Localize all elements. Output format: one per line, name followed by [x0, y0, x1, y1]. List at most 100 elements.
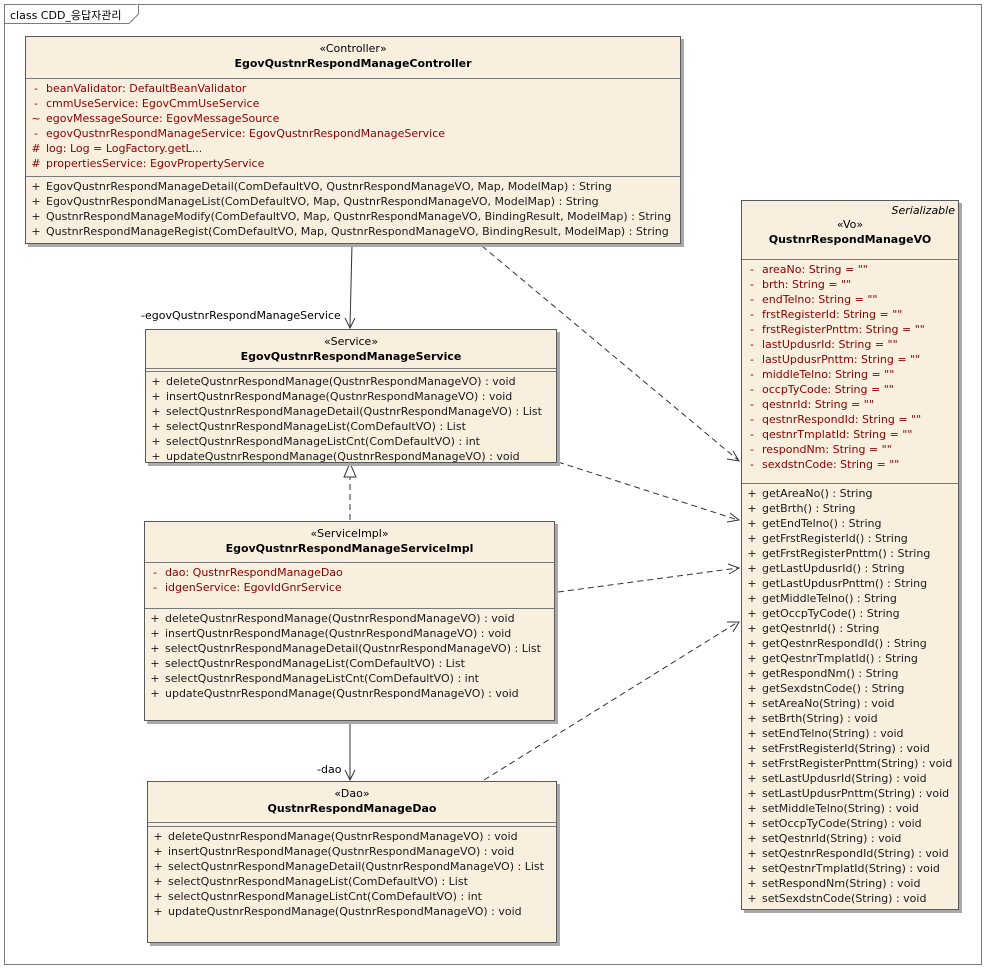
operation-text: setMiddleTelno(String) : void: [762, 802, 919, 815]
visibility-marker: +: [151, 405, 161, 418]
attribute-text: dao: QustnrRespondManageDao: [165, 566, 343, 579]
operation-row: + setBrth(String) : void: [742, 711, 958, 726]
operation-row: +getQestnrRespondId() : String: [742, 636, 958, 651]
operation-text: getEndTelno() : String: [762, 517, 882, 530]
association-controller-service: [344, 243, 356, 330]
operation-text: EgovQustnrRespondManageList(ComDefaultVO…: [46, 195, 599, 208]
attribute-row: -sexdstnCode: String = "": [742, 457, 958, 472]
visibility-marker: +: [151, 420, 161, 433]
operation-row: +getLastUpdusrId() : String: [742, 561, 958, 576]
class-service[interactable]: «Service» EgovQustnrRespondManageService…: [145, 329, 557, 463]
operation-text: getQestnrTmplatId() : String: [762, 652, 918, 665]
visibility-marker: +: [31, 195, 41, 208]
operation-text: setFrstRegisterPnttm(String) : void: [762, 757, 953, 770]
operation-text: getRespondNm() : String: [762, 667, 899, 680]
class-name: EgovQustnrRespondManageServiceImpl: [225, 542, 474, 555]
realization-serviceimpl-service: [343, 461, 357, 520]
attribute-row: #propertiesService: EgovPropertyService: [26, 156, 680, 171]
visibility-marker: +: [747, 517, 757, 530]
operation-row: +QustnrRespondManageRegist(ComDefaultVO,…: [26, 224, 680, 239]
attribute-row: -qestnrTmplatId: String = "": [742, 427, 958, 442]
visibility-marker: -: [750, 383, 754, 396]
role-label-dao: -dao: [317, 763, 342, 776]
operation-text: selectQustnrRespondManageDetail(QustnrRe…: [165, 642, 541, 655]
operation-text: setQestnrId(String) : void: [762, 832, 902, 845]
operation-row: +deleteQustnrRespondManage(QustnrRespond…: [146, 374, 556, 389]
operation-text: insertQustnrRespondManage(QustnrRespondM…: [166, 390, 513, 403]
visibility-marker: +: [153, 875, 163, 888]
operation-row: +selectQustnrRespondManageList(ComDefaul…: [148, 874, 556, 889]
class-name: EgovQustnrRespondManageService: [240, 350, 462, 363]
visibility-marker: -: [750, 278, 754, 291]
visibility-marker: +: [747, 622, 757, 635]
stereotype: «Service»: [323, 335, 379, 348]
operation-text: updateQustnrRespondManage(QustnrRespondM…: [168, 905, 522, 918]
visibility-marker: +: [747, 727, 757, 740]
class-controller[interactable]: «Controller» EgovQustnrRespondManageCont…: [25, 36, 681, 244]
visibility-marker: +: [747, 757, 757, 770]
visibility-marker: +: [747, 652, 757, 665]
operation-row: +setFrstRegisterId(String) : void: [742, 741, 958, 756]
class-vo[interactable]: Serializable «Vo» QustnrRespondManageVO …: [741, 200, 959, 910]
visibility-marker: +: [747, 592, 757, 605]
class-serviceimpl[interactable]: «ServiceImpl» EgovQustnrRespondManageSer…: [144, 521, 555, 721]
operation-row: +QustnrRespondManageModify(ComDefaultVO,…: [26, 209, 680, 224]
attribute-text: lastUpdusrPnttm: String = "": [762, 353, 921, 366]
operation-row: + selectQustnrRespondManageListCnt(ComDef…: [146, 434, 556, 449]
operation-text: setAreaNo(String) : void: [762, 697, 895, 710]
visibility-marker: +: [747, 712, 757, 725]
dependency-serviceimpl-vo: [557, 563, 741, 593]
operation-text: QustnrRespondManageModify(ComDefaultVO, …: [46, 210, 672, 223]
operation-text: getLastUpdusrPnttm() : String: [762, 577, 928, 590]
visibility-marker: -: [34, 97, 38, 110]
operations-compartment: +deleteQustnrRespondManage(QustnrRespond…: [148, 827, 556, 922]
stereotype: «Controller»: [319, 42, 387, 55]
attribute-text: cmmUseService: EgovCmmUseService: [46, 97, 260, 110]
operation-text: setLastUpdusrPnttm(String) : void: [762, 787, 950, 800]
operation-row: +updateQustnrRespondManage(QustnrRespond…: [145, 686, 554, 701]
attribute-text: log: Log = LogFactory.getL...: [46, 142, 203, 155]
attribute-text: middleTelno: String = "": [762, 368, 895, 381]
operation-text: setEndTelno(String) : void: [762, 727, 904, 740]
visibility-marker: +: [747, 487, 757, 500]
operation-text: selectQustnrRespondManageDetail(QustnrRe…: [166, 405, 542, 418]
visibility-marker: +: [151, 435, 161, 448]
visibility-marker: +: [747, 502, 757, 515]
dependency-service-vo: [557, 461, 741, 523]
visibility-marker: +: [153, 905, 163, 918]
operation-row: + getLastUpdusrPnttm() : String: [742, 576, 958, 591]
operation-text: deleteQustnrRespondManage(QustnrRespondM…: [166, 375, 516, 388]
operation-row: +setOccpTyCode(String) : void: [742, 816, 958, 831]
operation-text: selectQustnrRespondManageListCnt(ComDefa…: [165, 672, 479, 685]
operation-text: selectQustnrRespondManageListCnt(ComDefa…: [166, 435, 480, 448]
attributes-compartment: [146, 369, 556, 372]
dependency-controller-vo: [481, 245, 740, 462]
operation-text: setSexdstnCode(String) : void: [762, 892, 927, 905]
attribute-row: -endTelno: String = "": [742, 292, 958, 307]
operation-text: EgovQustnrRespondManageDetail(ComDefault…: [46, 180, 612, 193]
operation-text: setBrth(String) : void: [762, 712, 878, 725]
visibility-marker: -: [750, 443, 754, 456]
operation-row: +insertQustnrRespondManage(QustnrRespond…: [148, 844, 556, 859]
dependency-dao-vo: [483, 621, 740, 781]
attribute-row: ~egovMessageSource: EgovMessageSource: [26, 111, 680, 126]
visibility-marker: +: [747, 577, 757, 590]
operation-row: +getQestnrId() : String: [742, 621, 958, 636]
visibility-marker: #: [31, 157, 41, 170]
attributes-compartment: -beanValidator: DefaultBeanValidator-cmm…: [26, 79, 680, 177]
operation-row: +selectQustnrRespondManageList(ComDefaul…: [146, 419, 556, 434]
class-dao[interactable]: «Dao» QustnrRespondManageDao +deleteQust…: [147, 781, 557, 943]
operation-row: +deleteQustnrRespondManage(QustnrRespond…: [145, 611, 554, 626]
operation-text: selectQustnrRespondManageList(ComDefault…: [165, 657, 465, 670]
operation-text: selectQustnrRespondManageDetail(QustnrRe…: [168, 860, 544, 873]
attribute-row: -dao: QustnrRespondManageDao: [145, 565, 554, 580]
operation-row: + selectQustnrRespondManageDetail(QustnrR…: [146, 404, 556, 419]
operations-compartment: +deleteQustnrRespondManage(QustnrRespond…: [145, 609, 554, 704]
visibility-marker: -: [153, 581, 157, 594]
attribute-text: brth: String = "": [762, 278, 852, 291]
visibility-marker: -: [750, 458, 754, 471]
attribute-row: -respondNm: String = "": [742, 442, 958, 457]
visibility-marker: -: [34, 127, 38, 140]
operation-text: getMiddleTelno() : String: [762, 592, 897, 605]
operation-row: + setEndTelno(String) : void: [742, 726, 958, 741]
